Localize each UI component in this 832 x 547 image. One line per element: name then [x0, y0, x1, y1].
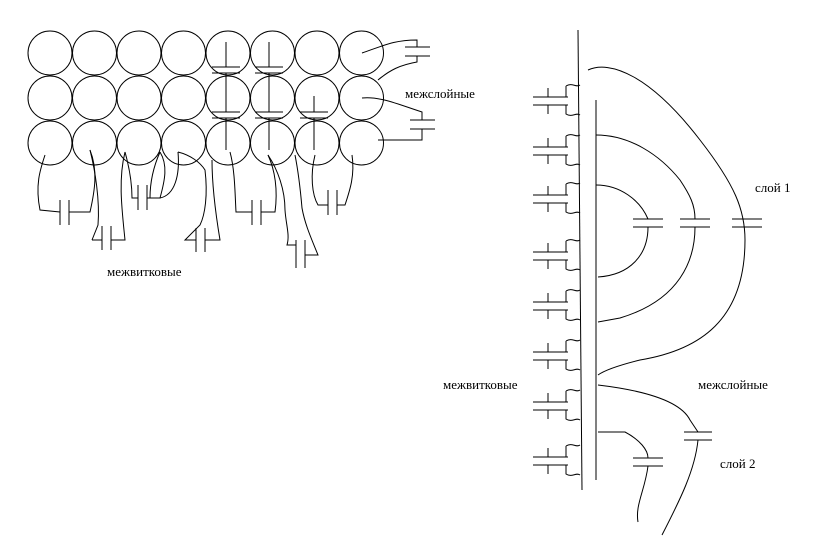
turn-circle	[27, 120, 73, 166]
right-interturn-label: межвитковые	[443, 377, 518, 392]
turn-circle	[116, 75, 162, 121]
turn-circle	[72, 120, 117, 166]
turn-cross-section-grid	[27, 30, 384, 166]
turn-circle	[72, 30, 117, 76]
turn-circle	[205, 75, 251, 121]
grid-interlayer-plates	[212, 42, 328, 150]
interturn-capacitor	[533, 339, 581, 371]
coil-core-line	[577, 29, 597, 491]
turn-circle	[339, 75, 384, 121]
right-interlayer-label: межслойные	[698, 377, 768, 392]
interturn-capacitor	[533, 289, 581, 321]
right-turn-stack	[533, 84, 581, 476]
left-interlayer-label: межслойные	[405, 86, 475, 101]
turn-circle	[250, 120, 295, 166]
turn-circle	[250, 30, 295, 76]
turn-circle	[161, 75, 206, 121]
left-interturn-label: межвитковые	[107, 264, 182, 279]
interturn-capacitor	[533, 84, 581, 116]
interturn-capacitor	[533, 239, 581, 271]
turn-circle	[161, 30, 206, 76]
turn-circle	[250, 75, 295, 121]
turn-circle	[27, 30, 73, 76]
interturn-capacitor	[533, 182, 581, 214]
turn-circle	[339, 120, 384, 166]
turn-circle	[339, 30, 384, 76]
turn-circle	[27, 75, 73, 121]
turn-circle	[161, 120, 206, 166]
turn-circle	[294, 120, 340, 166]
turn-circle	[294, 75, 340, 121]
turn-circle	[116, 30, 162, 76]
interturn-capacitor	[533, 389, 581, 421]
right-layer2-label: слой 2	[720, 456, 755, 471]
interturn-capacitor	[533, 444, 581, 476]
interturn-capacitor	[533, 134, 581, 166]
left-interlayer-capacitors	[361, 39, 435, 141]
turn-circle	[205, 30, 251, 76]
turn-circle	[72, 75, 117, 121]
turn-circle	[294, 30, 340, 76]
left-interturn-capacitors	[37, 149, 354, 268]
right-layer1-label: слой 1	[755, 180, 790, 195]
right-interlayer-arcs	[587, 66, 762, 536]
turn-circle	[205, 120, 251, 166]
